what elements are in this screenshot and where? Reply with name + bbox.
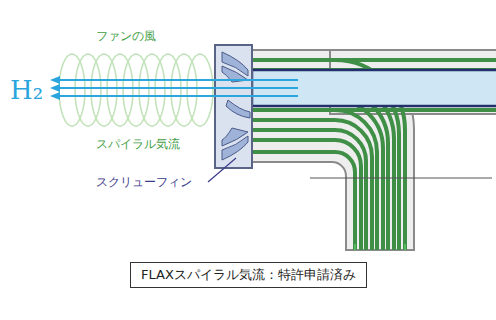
flow-inlets xyxy=(355,244,405,250)
caption-text: FLAXスパイラル気流：特許申請済み xyxy=(141,267,356,282)
part-label: スクリューフィン xyxy=(96,176,192,190)
fan-housing xyxy=(215,45,252,168)
flow-label: スパイラル気流 xyxy=(96,138,180,152)
screw-fin xyxy=(222,52,250,160)
flow-label: ファンの風 xyxy=(96,30,156,44)
floor-line xyxy=(310,178,492,179)
leader-line xyxy=(208,158,236,182)
caption-box: FLAXスパイラル気流：特許申請済み xyxy=(130,262,367,288)
hydrogen-arrows xyxy=(50,76,298,100)
fan-wind-helix xyxy=(59,54,213,126)
gas-label: H₂ xyxy=(10,76,43,106)
